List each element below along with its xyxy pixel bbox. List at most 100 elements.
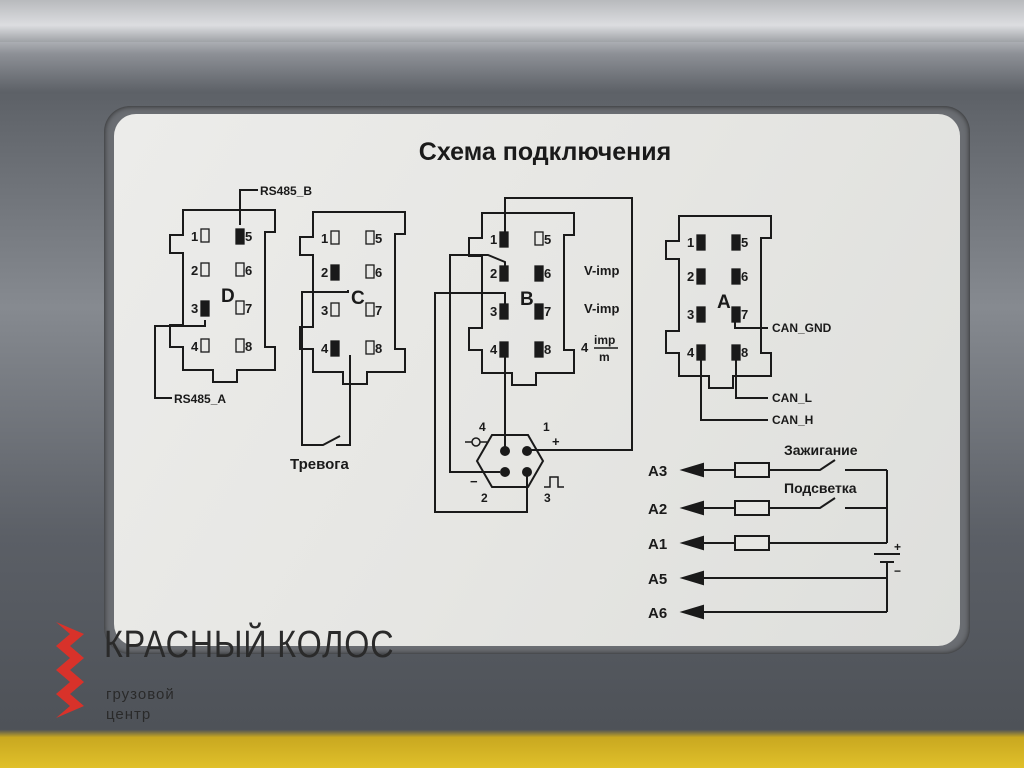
pin-number: 2 [191,263,198,278]
imp-prefix: 4 [581,340,589,355]
connector-b-wires [434,197,633,513]
can-gnd-label: CAN_GND [772,321,832,335]
fuse-icon [734,500,770,516]
pin-number: 3 [321,303,328,318]
pin-number: 8 [375,341,382,356]
pin-8 [731,344,741,361]
pin-2 [330,264,340,281]
power-line-label-a3: A3 [648,463,667,480]
ignition-label: Зажигание [784,442,858,458]
arrow-left-icon [679,462,704,478]
pin-number: 6 [245,263,252,278]
pin-number: 7 [375,303,382,318]
pin-5 [235,228,245,245]
pin-number: 3 [687,307,694,322]
pin-number: 2 [490,266,497,281]
pin-5 [534,231,544,246]
fuse-icon [734,535,770,551]
pin-number: 3 [490,304,497,319]
pin-8 [365,340,375,355]
fuse-icon [734,462,770,478]
connector-outline [169,209,276,383]
pin-4 [330,340,340,357]
pin-number: 2 [321,265,328,280]
connector-a: A 1 2 3 4 5 6 7 8 [665,215,772,389]
arrow-left-icon [679,604,704,620]
power-line-label-a2: A2 [648,501,667,518]
pin-6 [365,264,375,279]
pin-number: 1 [687,235,694,250]
pin-number: 8 [245,339,252,354]
sensor-plus-label: + [552,434,560,449]
pin-number: 6 [741,269,748,284]
sensor-pin-4-label: 4 [479,420,486,434]
pin-number: 7 [741,307,748,322]
pin-1 [330,230,340,245]
logo-name: КРАСНЫЙ КОЛОС [104,624,395,666]
backlight-switch [800,497,836,509]
pin-3 [200,300,210,317]
connector-outline [299,211,406,385]
pin-6 [534,265,544,282]
pin-7 [731,306,741,323]
power-line-label-a1: A1 [648,536,667,553]
connector-letter: D [221,286,235,307]
pin-number: 6 [375,265,382,280]
imp-numerator: imp [594,333,615,347]
pin-2 [200,262,210,277]
pin-4 [696,344,706,361]
battery-plus-label: + [894,540,901,554]
pin-7 [235,300,245,315]
pin-number: 1 [191,229,198,244]
pin-number: 4 [687,345,695,360]
pin-number: 5 [741,235,748,250]
connector-letter: A [717,292,731,313]
arrow-left-icon [679,570,704,586]
pin-7 [534,303,544,320]
pin-number: 8 [741,345,748,360]
sensor-pin-3-label: 3 [544,491,551,505]
speed-sensor-pins [500,446,532,477]
diagram-title: Схема подключения [419,138,671,166]
connector-c-wires [301,290,351,446]
pin-number: 7 [544,304,551,319]
v-imp-7-label: V-imp [584,301,619,316]
pin-8 [235,338,245,353]
backlight-label: Подсветка [784,480,857,496]
can-h-label: CAN_H [772,413,813,427]
arrow-left-icon [679,535,704,551]
connector-letter: B [520,289,534,310]
sensor-pin-1-label: 1 [543,420,550,434]
pin-6 [235,262,245,277]
speed-sensor-connector [475,434,545,488]
v-imp-6-label: V-imp [584,263,619,278]
pin-8 [534,341,544,358]
connector-a-wires [700,322,768,421]
pulse-icon [544,476,564,488]
imp-denominator: m [599,350,610,364]
pin-3 [696,306,706,323]
ignition-switch [800,459,836,471]
rs485-b-label: RS485_B [260,184,312,198]
pin-1 [696,234,706,251]
connector-letter: C [351,288,365,309]
pin-number: 2 [687,269,694,284]
sensor-pin-2-label: 2 [481,491,488,505]
pin-number: 8 [544,342,551,357]
connector-d-wires [154,189,258,399]
logo-mark-icon [56,622,90,727]
pin-number: 1 [321,231,328,246]
pin-4 [499,341,509,358]
housing-top-edge [0,0,1024,42]
logo-sub-2: центр [106,706,152,723]
pin-number: 4 [191,339,199,354]
power-line-label-a5: A5 [648,571,667,588]
rs485-a-label: RS485_A [174,392,226,406]
pin-4 [200,338,210,353]
power-line-label-a6: A6 [648,605,667,622]
pin-number: 3 [191,301,198,316]
